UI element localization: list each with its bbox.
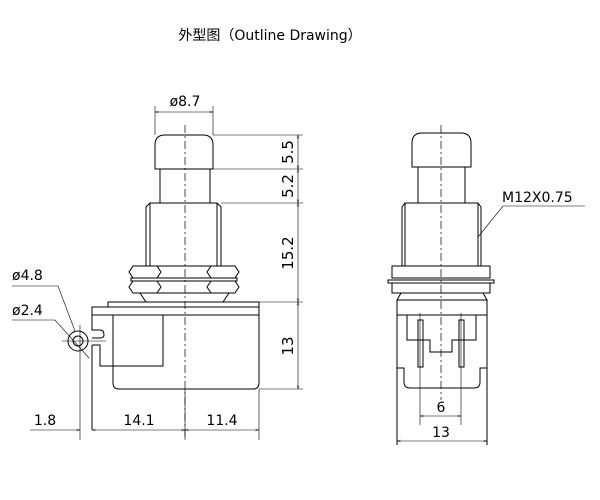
dim-right-width: 11.4 — [206, 413, 237, 429]
nut-upper — [128, 265, 240, 279]
dim-plunger-height: 5.2 — [279, 174, 297, 198]
body — [112, 315, 260, 390]
side-nut-lower — [391, 282, 491, 294]
side-nut-upper — [391, 265, 491, 279]
dim-lug-outer-diameter: ø4.8 — [12, 268, 43, 284]
dim-body-width: 13 — [432, 425, 450, 441]
dim-lug-offset: 1.8 — [34, 413, 56, 429]
cap — [154, 134, 214, 170]
thread-spec-label: M12X0.75 — [502, 190, 573, 206]
side-cap — [411, 132, 472, 168]
side-view: 6 13 M12X0.75 — [387, 125, 585, 445]
dim-left-width: 14.1 — [123, 413, 154, 429]
lug — [91, 315, 113, 430]
dim-body-height: 13 — [279, 336, 297, 355]
bushing — [145, 202, 222, 267]
side-bushing — [401, 202, 482, 267]
dim-cap-height: 5.5 — [279, 140, 297, 164]
terminal-right — [458, 319, 465, 368]
dim-cap-diameter: ø8.7 — [170, 94, 201, 110]
mount-plate — [91, 306, 260, 316]
drawing-title: 外型图（Outline Drawing） — [178, 28, 361, 44]
dim-bushing-height: 15.2 — [279, 236, 297, 269]
dim-lug-hole-diameter: ø2.4 — [12, 303, 43, 319]
terminal-left — [417, 319, 424, 368]
dim-terminal-pitch: 6 — [437, 400, 446, 416]
front-view: ø8.7 5.5 5.2 15.2 13 ø4.8 ø2.4 1.8 14.1 … — [12, 94, 303, 440]
nut-lower — [128, 280, 240, 294]
side-plunger — [417, 166, 466, 204]
